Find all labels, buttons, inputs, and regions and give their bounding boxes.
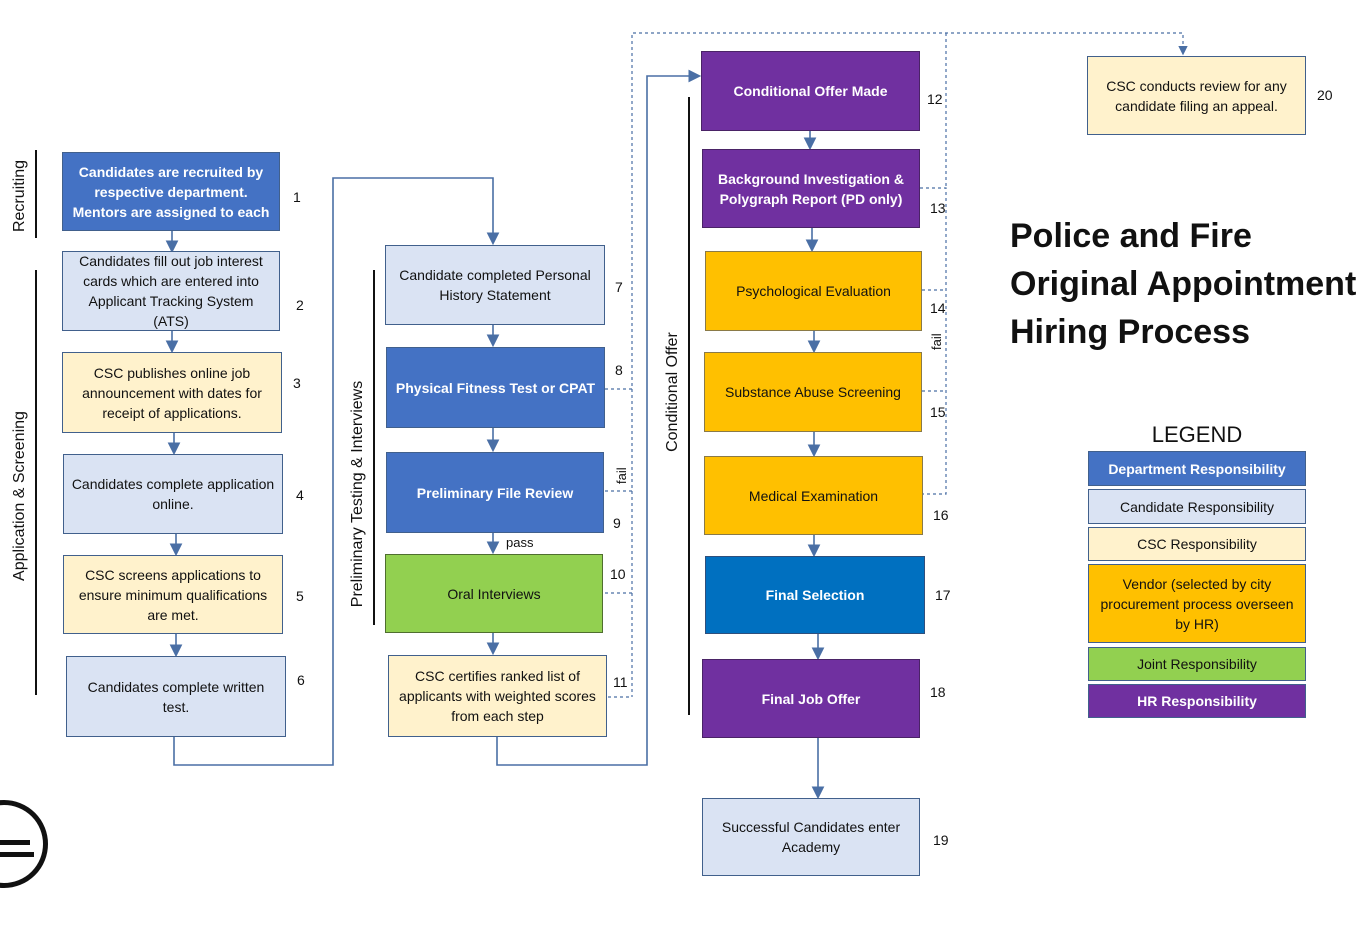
step-5-box: CSC screens applications to ensure minim… xyxy=(63,555,283,634)
step-8-box: Physical Fitness Test or CPAT xyxy=(386,347,605,428)
step-3-number: 3 xyxy=(293,375,301,391)
step-11-number: 11 xyxy=(613,674,628,690)
legend-title: LEGEND xyxy=(1151,422,1243,447)
step-2-number: 2 xyxy=(296,297,304,313)
step-20-number: 20 xyxy=(1317,87,1333,103)
step-10-number: 10 xyxy=(610,566,626,582)
fail-label-col3: fail xyxy=(929,333,944,350)
pass-label: pass xyxy=(506,535,534,550)
step-14-box: Psychological Evaluation xyxy=(705,251,922,331)
step-18-box: Final Job Offer xyxy=(702,659,920,738)
step-15-number: 15 xyxy=(930,404,946,420)
step-14-number: 14 xyxy=(930,300,946,316)
phase-divider-testing xyxy=(373,270,375,625)
step-11-box: CSC certifies ranked list of applicants … xyxy=(388,655,607,737)
step-7-number: 7 xyxy=(615,279,623,295)
phase-label-application: Application & Screening xyxy=(11,411,28,581)
step-16-box: Medical Examination xyxy=(704,456,923,535)
step-16-number: 16 xyxy=(933,507,949,523)
step-1-box: Candidates are recruited by respective d… xyxy=(62,152,280,231)
step-9-number: 9 xyxy=(613,515,621,531)
step-19-box: Successful Candidates enter Academy xyxy=(702,798,920,876)
step-4-number: 4 xyxy=(296,487,304,503)
phase-divider-recruiting xyxy=(35,150,37,238)
step-6-number: 6 xyxy=(297,672,305,688)
step-18-number: 18 xyxy=(930,684,946,700)
step-20-box: CSC conducts review for any candidate fi… xyxy=(1087,56,1306,135)
connector-6-7 xyxy=(173,177,500,766)
fail-label-9: fail xyxy=(614,467,629,484)
step-19-number: 19 xyxy=(933,832,949,848)
seal-logo-stripe xyxy=(0,840,30,845)
step-17-box: Final Selection xyxy=(705,556,925,634)
step-12-box: Conditional Offer Made xyxy=(701,51,920,131)
legend-department: Department Responsibility xyxy=(1088,451,1306,486)
legend-joint: Joint Responsibility xyxy=(1088,647,1306,681)
phase-label-testing: Preliminary Testing & Interviews xyxy=(349,380,366,608)
appeal-path-main xyxy=(605,32,1188,390)
connector-11-12 xyxy=(496,69,702,766)
appeal-path-col3 xyxy=(920,187,947,495)
phase-label-offer: Conditional Offer xyxy=(664,332,681,452)
legend-hr: HR Responsibility xyxy=(1088,684,1306,718)
step-3-box: CSC publishes online job announcement wi… xyxy=(62,352,282,433)
step-13-number: 13 xyxy=(930,200,946,216)
step-15-box: Substance Abuse Screening xyxy=(704,352,922,432)
step-2-box: Candidates fill out job interest cards w… xyxy=(62,251,280,331)
phase-divider-offer xyxy=(688,97,690,715)
diagram-title: Police and Fire Original Appointment Hir… xyxy=(1010,217,1357,351)
phase-divider-application xyxy=(35,270,37,695)
legend-vendor: Vendor (selected by city procurement pro… xyxy=(1088,564,1306,643)
legend-csc: CSC Responsibility xyxy=(1088,527,1306,561)
step-9-box: Preliminary File Review xyxy=(386,452,604,533)
step-8-number: 8 xyxy=(615,362,623,378)
step-12-number: 12 xyxy=(927,91,943,107)
step-6-box: Candidates complete written test. xyxy=(66,656,286,737)
seal-logo-stripe-2 xyxy=(0,852,34,857)
step-5-number: 5 xyxy=(296,588,304,604)
phase-label-recruiting: Recruiting xyxy=(11,159,28,233)
step-4-box: Candidates complete application online. xyxy=(63,454,283,534)
step-13-box: Background Investigation & Polygraph Rep… xyxy=(702,149,920,228)
step-1-number: 1 xyxy=(293,189,301,205)
step-7-box: Candidate completed Personal History Sta… xyxy=(385,245,605,325)
legend-candidate: Candidate Responsibility xyxy=(1088,489,1306,524)
step-17-number: 17 xyxy=(935,587,951,603)
step-10-box: Oral Interviews xyxy=(385,554,603,633)
